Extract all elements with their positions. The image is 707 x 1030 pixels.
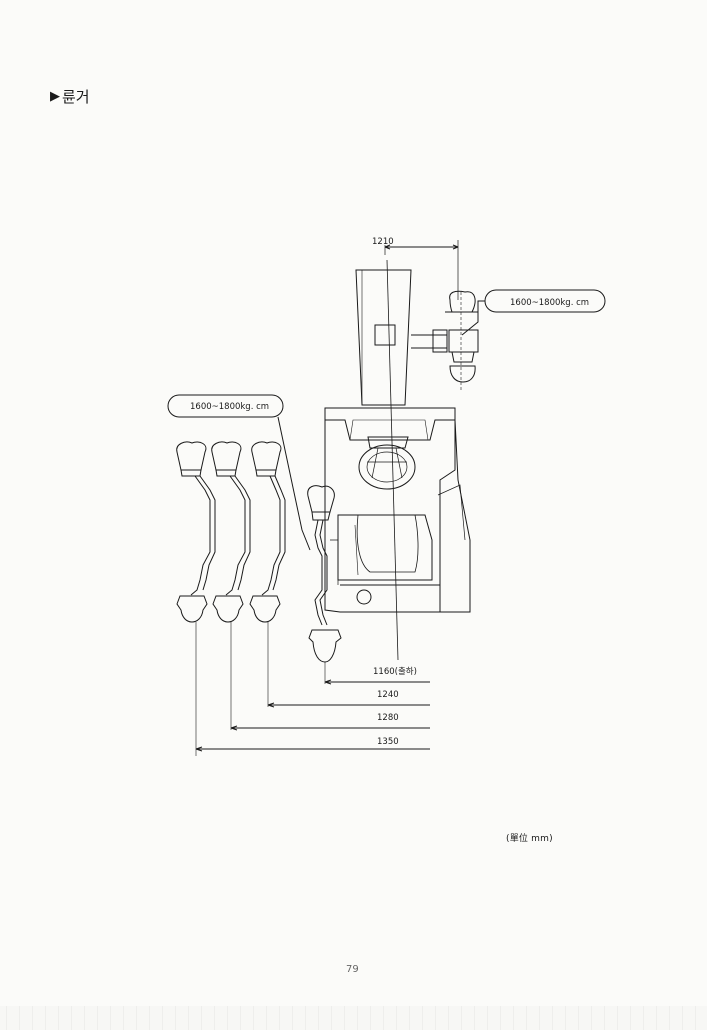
dimension-lines xyxy=(195,679,430,752)
extension-lines xyxy=(195,622,326,756)
dimension-1210 xyxy=(384,240,459,300)
label-1210: 1210 xyxy=(372,237,394,247)
label-1160: 1160(출하) xyxy=(373,666,417,677)
tractor-body xyxy=(324,269,471,613)
callout-left-text: 1600~1800kg. cm xyxy=(190,402,269,412)
callout-right xyxy=(461,289,606,336)
wheel-offset-profiles xyxy=(176,441,342,663)
page-number: 79 xyxy=(346,964,359,975)
unit-note: (單位 mm) xyxy=(506,834,553,844)
callout-right-text: 1600~1800kg. cm xyxy=(510,298,589,308)
callout-left xyxy=(167,394,311,551)
label-1240: 1240 xyxy=(377,690,399,700)
section-title: 륜거 xyxy=(62,88,90,106)
center-line xyxy=(386,259,399,661)
scan-artifact-band xyxy=(0,1006,707,1030)
right-wheel-assembly xyxy=(445,290,479,390)
label-1280: 1280 xyxy=(377,713,399,723)
play-triangle-icon: ▶ xyxy=(50,89,60,104)
section-heading: ▶ 륜거 xyxy=(50,86,90,107)
label-1350: 1350 xyxy=(377,737,399,747)
